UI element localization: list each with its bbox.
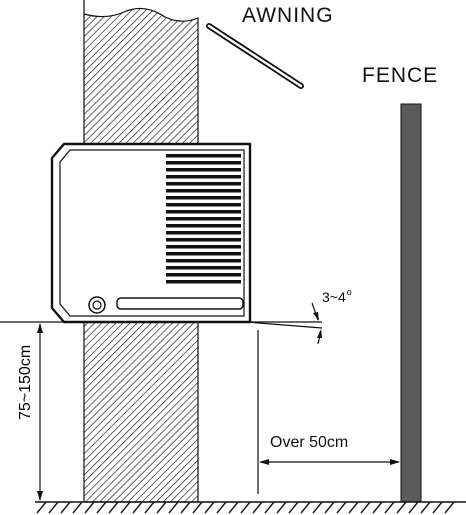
ground-hatch-stroke [276,501,287,514]
wall-upper [83,0,199,151]
ground-hatch-stroke [168,501,179,514]
angle-value: 3~4 [322,289,346,305]
height-label: 75~150cm [17,344,34,420]
ground-hatch-stroke [36,501,47,514]
air-conditioner-unit [50,142,252,324]
ground-hatch-stroke [216,501,227,514]
ground-hatch-stroke [120,501,131,514]
degree-symbol: o [346,287,352,297]
ground-hatch-stroke [324,501,335,514]
ground-hatch-stroke [360,501,371,514]
bottom-vent [116,297,244,310]
ground-hatch-stroke [300,501,311,514]
ground-hatch-stroke [180,501,191,514]
awning-label: AWNING [242,4,334,27]
ground-hatch-stroke [264,501,275,514]
ground-hatch-stroke [228,501,239,514]
ground-hatch-stroke [144,501,155,514]
clearance-dimension [257,330,400,494]
grille-vents [166,153,241,287]
ground-hatch-stroke [72,501,83,514]
ground-hatch-stroke [408,501,419,514]
ground-hatch-stroke [444,501,455,514]
angle-label: 3~4o [322,287,352,305]
angle-indicator [245,302,323,345]
fence [400,103,422,503]
ground-hatch-stroke [96,501,107,514]
ground-hatch-stroke [192,501,203,514]
ground-hatch-stroke [60,501,71,514]
wall-lower [83,321,199,503]
fence-label: FENCE [362,64,439,87]
ground-hatch-stroke [288,501,299,514]
ground-hatch-stroke [372,501,383,514]
ground-hatch-stroke [384,501,395,514]
ground-hatch-stroke [396,501,407,514]
ground-hatch-stroke [348,501,359,514]
height-dimension [0,321,84,501]
ground-hatch-stroke [132,501,143,514]
clearance-label: Over 50cm [270,434,349,451]
ground-hatch-stroke [204,501,215,514]
ground-hatch-stroke [252,501,263,514]
ground-hatch-stroke [336,501,347,514]
ground-hatch-stroke [108,501,119,514]
ground [35,501,466,514]
ground-hatch-stroke [312,501,323,514]
ground-hatch-stroke [420,501,431,514]
ground-hatch-stroke [432,501,443,514]
ground-hatch-stroke [240,501,251,514]
ground-hatch-stroke [48,501,59,514]
ground-hatch-stroke [84,501,95,514]
ground-hatch-stroke [156,501,167,514]
